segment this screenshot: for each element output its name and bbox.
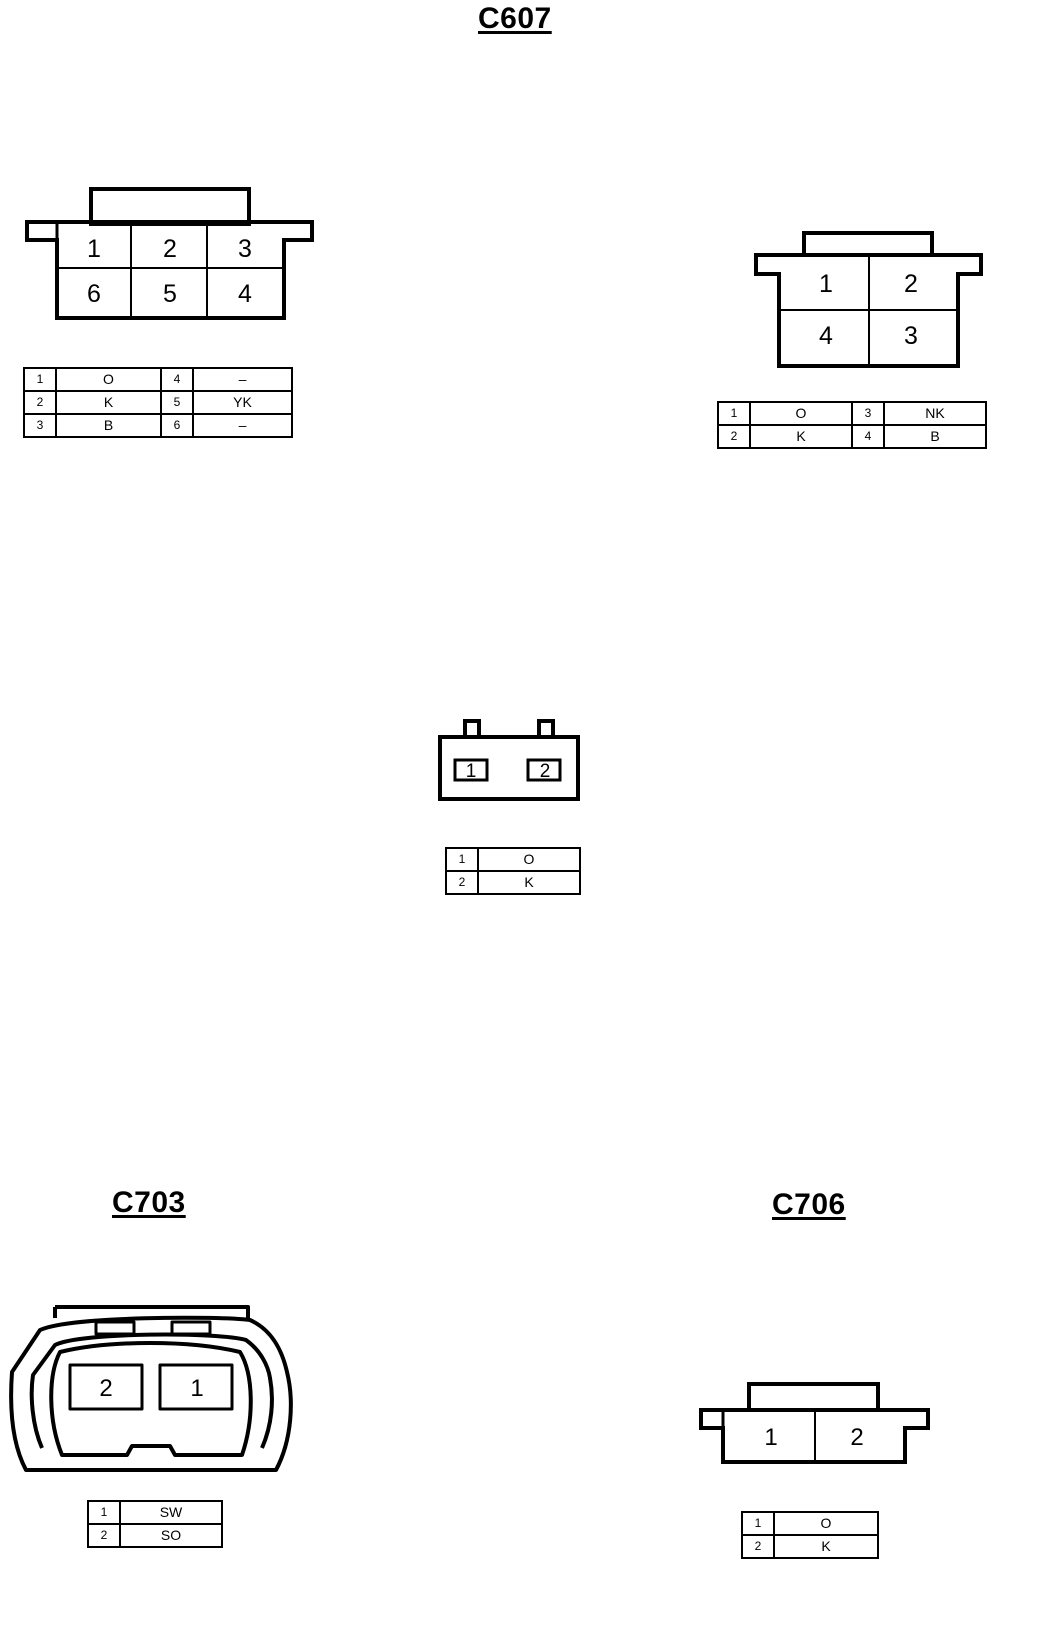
cavity-label: 2: [850, 1424, 863, 1451]
table-row: 3 B 6 –: [23, 413, 293, 438]
table-row: 2 SO: [87, 1523, 223, 1548]
cavity-label: 2: [904, 270, 918, 298]
pin-number: 1: [717, 401, 751, 426]
table-row: 2 K 5 YK: [23, 390, 293, 415]
pin-number: 2: [23, 390, 57, 415]
connector-title-c607: C607: [478, 2, 552, 35]
cavity-label: 2: [99, 1375, 112, 1402]
pin-table-c706: 1 O 2 K: [741, 1511, 879, 1559]
pin-number: 2: [445, 870, 479, 895]
wire-color: K: [773, 1534, 879, 1559]
pin-table-c703: 1 SW 2 SO: [87, 1500, 223, 1548]
table-row: 1 O: [741, 1511, 879, 1536]
table-row: 1 O 4 –: [23, 367, 293, 392]
table-row: 2 K 4 B: [717, 424, 987, 449]
pin-number: 6: [160, 413, 194, 438]
wire-color: NK: [883, 401, 987, 426]
wire-color: SW: [119, 1500, 223, 1525]
wire-color: O: [477, 847, 581, 872]
cavity-label: 1: [819, 270, 833, 298]
wire-color: –: [192, 413, 293, 438]
wire-color: K: [477, 870, 581, 895]
pin-number: 1: [741, 1511, 775, 1536]
table-row: 2 K: [445, 870, 581, 895]
pin-number: 5: [160, 390, 194, 415]
cavity-label: 6: [87, 280, 101, 308]
pin-number: 3: [23, 413, 57, 438]
cavity-label: 1: [764, 1424, 777, 1451]
wire-color: O: [749, 401, 853, 426]
cavity-label: 3: [904, 322, 918, 350]
cavity-label: 4: [238, 280, 252, 308]
wire-color: B: [883, 424, 987, 449]
cavity-label: 3: [238, 235, 252, 263]
wire-color: YK: [192, 390, 293, 415]
pin-number: 2: [717, 424, 751, 449]
wire-color: B: [55, 413, 162, 438]
connector-title-c703: C703: [112, 1186, 186, 1219]
pin-number: 2: [741, 1534, 775, 1559]
wire-color: O: [773, 1511, 879, 1536]
pin-number: 4: [160, 367, 194, 392]
pin-number: 4: [851, 424, 885, 449]
wire-color: SO: [119, 1523, 223, 1548]
table-row: 2 K: [741, 1534, 879, 1559]
cavity-label: 1: [466, 761, 477, 782]
cavity-label: 1: [190, 1375, 203, 1402]
cavity-label: 5: [163, 280, 177, 308]
pin-number: 1: [445, 847, 479, 872]
cavity-label: 2: [163, 235, 177, 263]
cavity-label: 2: [540, 761, 551, 782]
table-row: 1 O 3 NK: [717, 401, 987, 426]
wire-color: K: [55, 390, 162, 415]
wire-color: –: [192, 367, 293, 392]
connector-title-c706: C706: [772, 1188, 846, 1221]
pin-number: 1: [23, 367, 57, 392]
cavity-label: 4: [819, 322, 833, 350]
pin-table-2pin: 1 O 2 K: [445, 847, 581, 895]
pin-number: 1: [87, 1500, 121, 1525]
table-row: 1 O: [445, 847, 581, 872]
pin-number: 2: [87, 1523, 121, 1548]
wire-color: O: [55, 367, 162, 392]
table-row: 1 SW: [87, 1500, 223, 1525]
pin-table-4pin: 1 O 3 NK 2 K 4 B: [717, 401, 987, 449]
cavity-label: 1: [87, 235, 101, 263]
wire-color: K: [749, 424, 853, 449]
pin-table-6pin: 1 O 4 – 2 K 5 YK 3 B 6 –: [23, 367, 293, 438]
pin-number: 3: [851, 401, 885, 426]
